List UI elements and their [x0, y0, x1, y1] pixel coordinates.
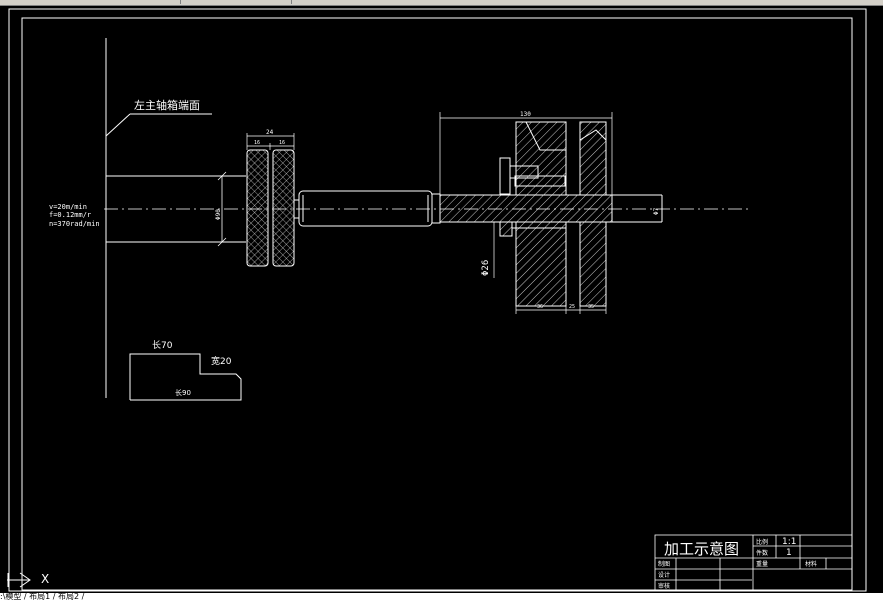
part-length-dim — [439, 112, 613, 195]
roll-diameter-text: Φ90 — [215, 209, 222, 220]
shaft — [294, 190, 441, 227]
ucs-icon — [7, 572, 31, 588]
scale-value: 1:1 — [782, 537, 796, 547]
weight-label: 重量 — [756, 560, 768, 568]
pulley-flange-left — [515, 121, 567, 307]
quantity-label: 件数 — [756, 549, 768, 557]
profile-label-90: 长90 — [175, 388, 191, 397]
pulley-flange-right — [579, 121, 607, 307]
roller-width-a: 16 — [254, 140, 260, 146]
drawn-label: 制图 — [658, 560, 670, 568]
profile-sketch — [129, 353, 242, 401]
command-line[interactable]: :\模型 / 布局1 / 布局2 / — [0, 593, 883, 601]
roll-diameter-dim — [217, 171, 227, 247]
drawing-border — [8, 8, 867, 592]
bottom-dim-b: 25 — [569, 304, 575, 310]
toolbar-strip — [0, 0, 883, 6]
profile-label-20: 宽20 — [211, 355, 232, 367]
quantity-value: 1 — [786, 548, 792, 558]
scale-label: 比例 — [756, 538, 768, 546]
check-label: 审核 — [658, 582, 670, 590]
right-diameter-text: Φ7 — [653, 207, 660, 215]
bottom-dim-a: 36 — [537, 304, 543, 310]
headstock-label: 左主轴箱端面 — [134, 98, 200, 112]
toolbar-segment[interactable] — [0, 0, 181, 4]
bottom-dims — [515, 306, 607, 314]
roller-total-width: 24 — [266, 129, 274, 136]
speed-text: v=20m/min — [49, 203, 87, 211]
bottom-dim-c: 35 — [588, 304, 594, 310]
workpiece-shaft-section — [439, 194, 663, 223]
clamp-fixture — [499, 157, 566, 237]
material-label: 材料 — [805, 560, 817, 568]
roller-width-b: 16 — [279, 140, 285, 146]
knurled-roller-right — [272, 149, 295, 267]
roller-top-dims — [246, 133, 295, 150]
headstock-face — [105, 38, 212, 398]
title-text: 加工示意图 — [664, 540, 739, 558]
profile-label-70: 长70 — [152, 339, 173, 351]
chuck — [106, 175, 246, 243]
knurled-roller-left — [246, 149, 269, 267]
feed-text: f=0.12mm/r — [49, 211, 91, 219]
part-length-text: 130 — [520, 111, 531, 118]
rpm-text: n=370rad/min — [49, 220, 100, 228]
design-label: 设计 — [658, 571, 670, 579]
toolbar-segment[interactable] — [181, 0, 292, 4]
bore-text: Φ26 — [481, 260, 491, 276]
ucs-x-label: X — [41, 572, 49, 586]
title-block — [654, 534, 853, 591]
